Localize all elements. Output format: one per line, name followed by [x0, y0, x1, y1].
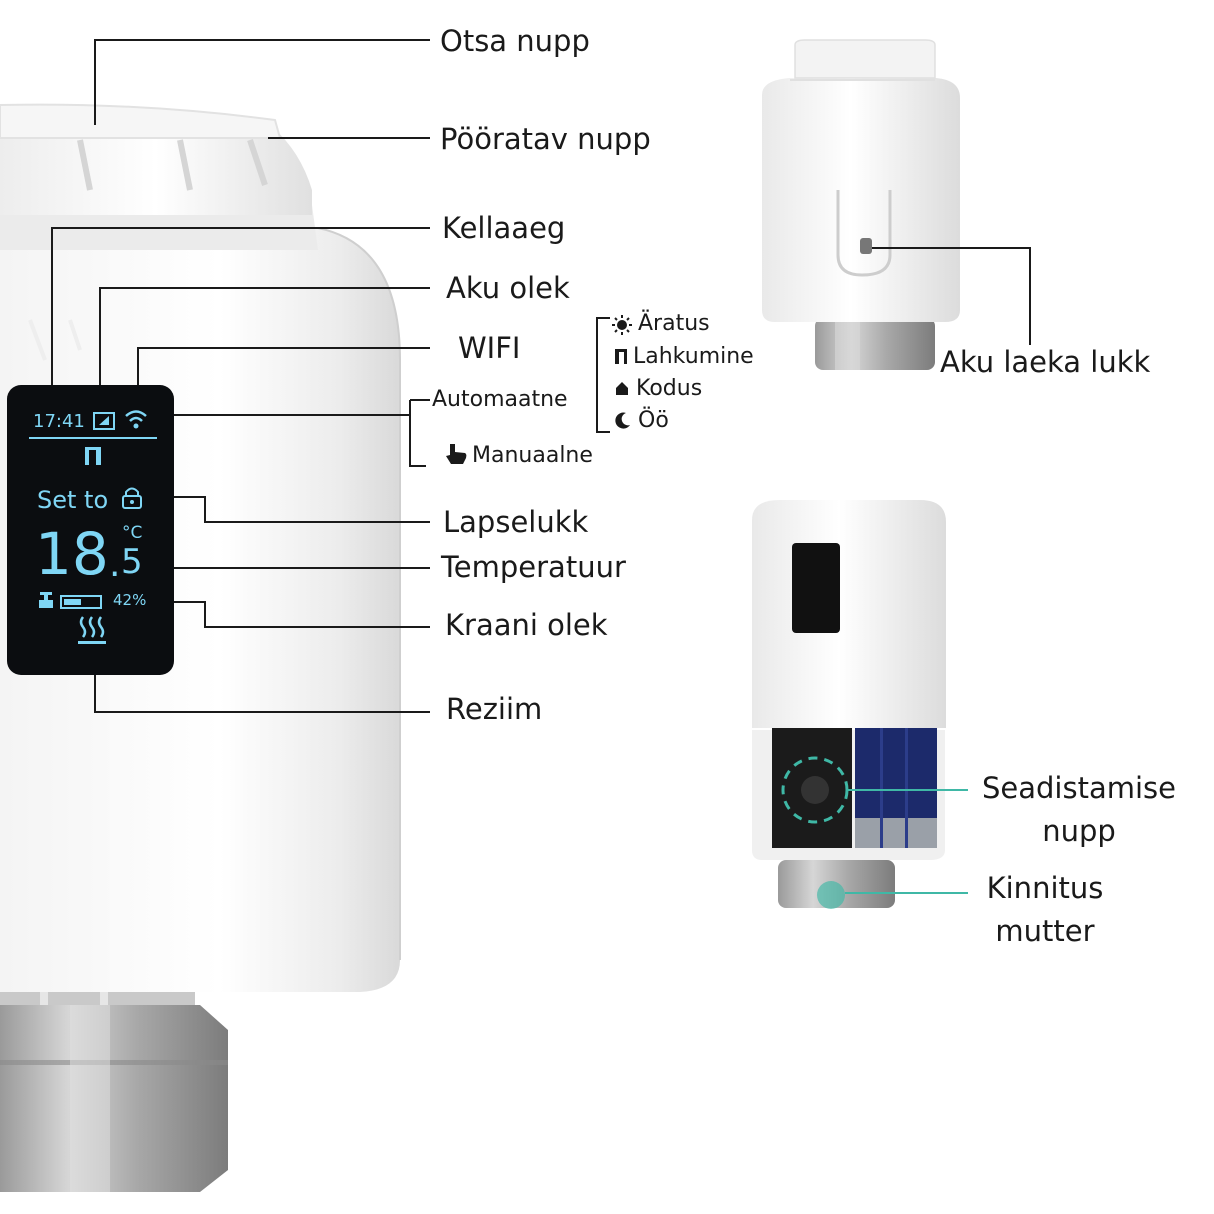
teal-leader-lines	[845, 789, 968, 894]
open-thermostat	[752, 500, 946, 909]
display-lock-icon	[122, 487, 142, 509]
leader-battery-lock	[872, 247, 1031, 345]
leader-child-lock	[150, 496, 430, 523]
label-battery-lock: Aku laeka lukk	[940, 345, 1151, 379]
auto-manual-bracket	[409, 400, 426, 467]
battery-icon	[93, 412, 115, 430]
home-icon	[616, 382, 628, 395]
label-mode: Reziim	[446, 692, 543, 726]
label-setup-button-line1: Seadistamise	[982, 771, 1176, 805]
label-temperature: Temperatuur	[441, 550, 626, 584]
sun-icon	[612, 315, 632, 335]
leader-valve	[150, 601, 430, 628]
label-child-lock: Lapselukk	[443, 505, 589, 539]
hand-pointer-icon	[446, 444, 467, 464]
moon-icon	[615, 412, 630, 429]
label-rotary-knob: Pööratav nupp	[440, 122, 651, 156]
display-set-to: Set to	[37, 486, 109, 514]
label-mode-night: Öö	[638, 408, 669, 433]
label-wifi: WIFI	[458, 331, 521, 365]
label-setup-button-line2: nupp	[1042, 814, 1116, 848]
label-valve-status: Kraani olek	[445, 608, 608, 642]
label-manual: Manuaalne	[472, 443, 593, 468]
label-clock: Kellaaeg	[442, 211, 566, 245]
door-icon	[615, 349, 627, 364]
label-mode-home: Kodus	[636, 376, 703, 401]
label-battery-status: Aku olek	[446, 271, 570, 305]
display-unit: °C	[122, 523, 143, 543]
label-top-knob: Otsa nupp	[440, 24, 590, 58]
auto-modes-bracket	[596, 317, 610, 433]
display-time: 17:41	[33, 411, 85, 432]
wifi-icon	[125, 410, 147, 429]
display-temp-dot: .	[109, 544, 121, 585]
leader-mode	[94, 675, 430, 713]
lcd-display: 17:41 Set to 18 . 5 °C 42%	[7, 385, 174, 675]
battery-cover-thermostat	[762, 39, 960, 370]
label-mount-nut-line2: mutter	[995, 914, 1095, 948]
display-temp-main: 18	[35, 520, 109, 588]
leader-top-knob	[94, 39, 430, 125]
label-mode-wake: Äratus	[638, 311, 710, 336]
heating-icon	[78, 616, 106, 644]
label-mode-away: Lahkumine	[633, 344, 754, 369]
display-temp-decimal: 5	[121, 542, 143, 582]
valve-icon	[39, 592, 102, 609]
leader-clock	[51, 227, 430, 412]
leader-battery	[99, 287, 430, 412]
display-divider	[29, 437, 157, 439]
display-mode-door-icon	[85, 447, 101, 465]
display-valve-percent: 42%	[113, 591, 147, 609]
label-automatic: Automaatne	[432, 387, 568, 412]
label-mount-nut-line1: Kinnitus	[986, 871, 1104, 905]
